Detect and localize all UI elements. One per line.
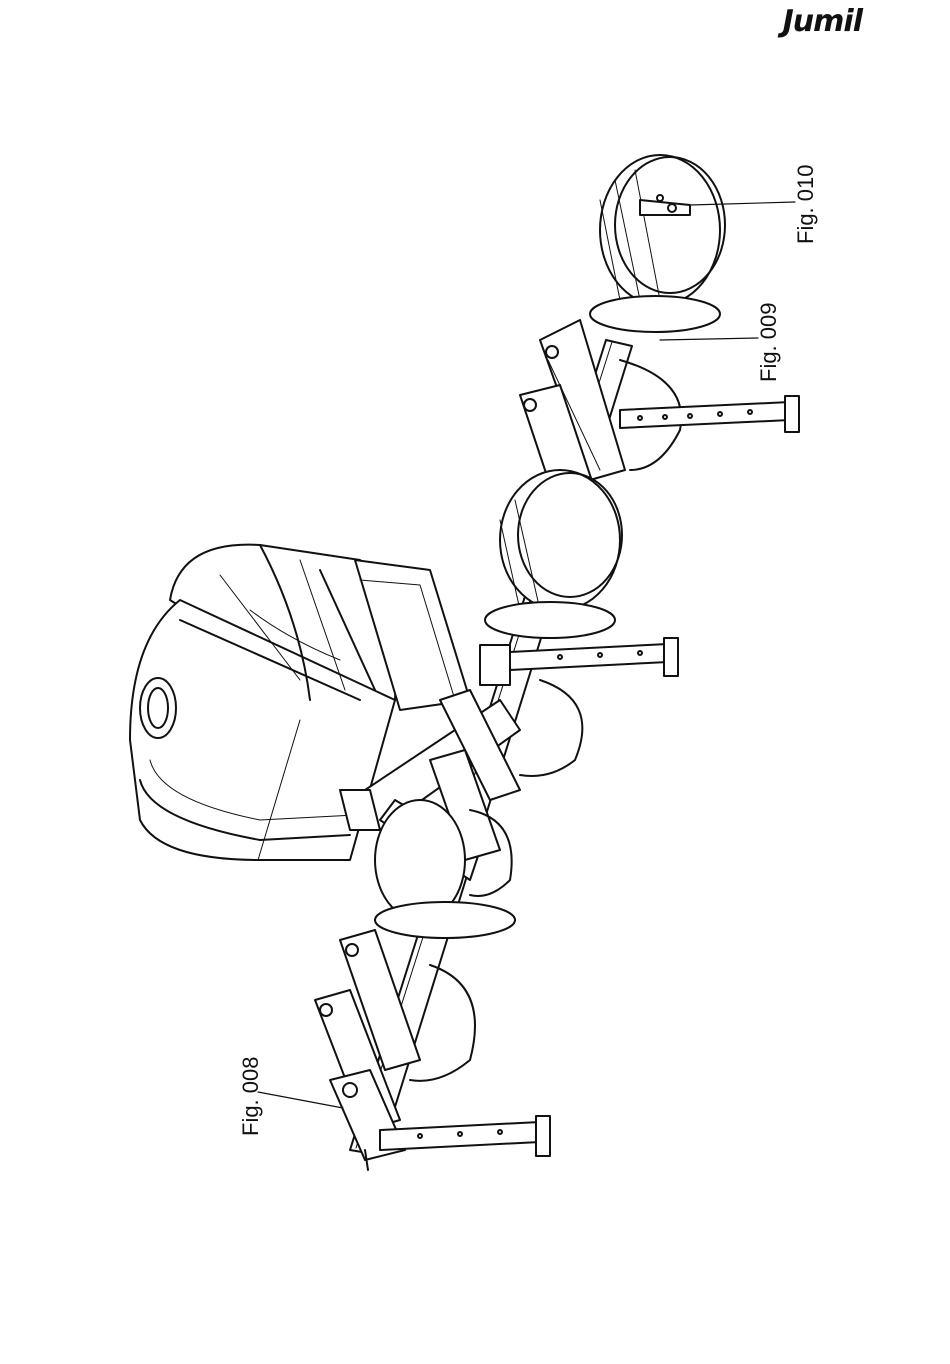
leader-fig-008	[258, 1092, 343, 1108]
callout-fig-009: Fig. 009	[756, 303, 782, 383]
leader-fig-009	[660, 338, 758, 340]
press-wheel-middle	[500, 470, 622, 610]
callout-fig-008: Fig. 008	[238, 1057, 264, 1137]
tool-bar-top	[620, 396, 799, 432]
press-wheel-top	[600, 155, 725, 305]
callout-fig-010: Fig. 010	[793, 165, 819, 245]
